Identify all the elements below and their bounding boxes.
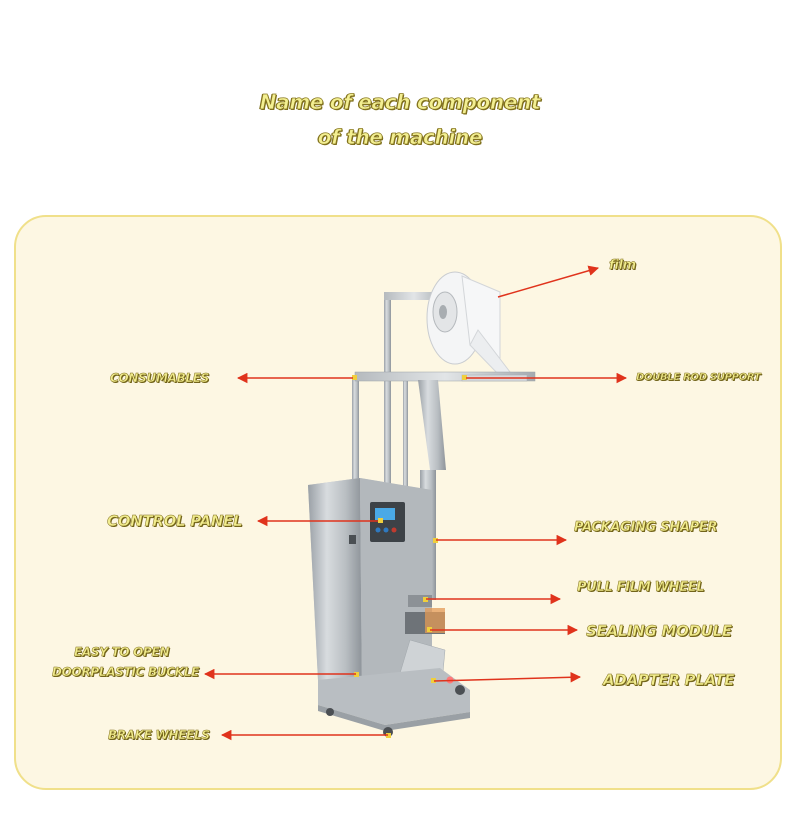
double-rod-support-label: DOUBLE ROD SUPPORT xyxy=(636,372,761,384)
film-arrow xyxy=(497,265,600,298)
packaging-machine-illustration xyxy=(308,271,536,737)
page-title-line2: of the machine xyxy=(317,125,483,150)
adapter-plate-label: ADAPTER PLATE xyxy=(603,671,735,690)
brake-wheels-label: BRAKE WHEELS xyxy=(108,728,211,743)
easy-open-label-line1: EASY TO OPEN xyxy=(74,645,170,660)
marker-dots xyxy=(352,375,467,738)
control-panel-label: CONTROL PANEL xyxy=(107,512,243,531)
pull-film-wheel-label: PULL FILM WHEEL xyxy=(577,580,705,596)
consumables-label: CONSUMABLES xyxy=(110,371,210,386)
adapter-plate-arrow xyxy=(433,672,582,683)
film-label: film xyxy=(609,258,637,274)
easy-open-label-line2: DOORPLASTIC BUCKLE xyxy=(52,665,200,680)
page-title-line1: Name of each component xyxy=(259,90,541,115)
packaging-shaper-label: PACKAGING SHAPER xyxy=(574,520,718,536)
sealing-module-label: SEALING MODULE xyxy=(586,622,733,641)
